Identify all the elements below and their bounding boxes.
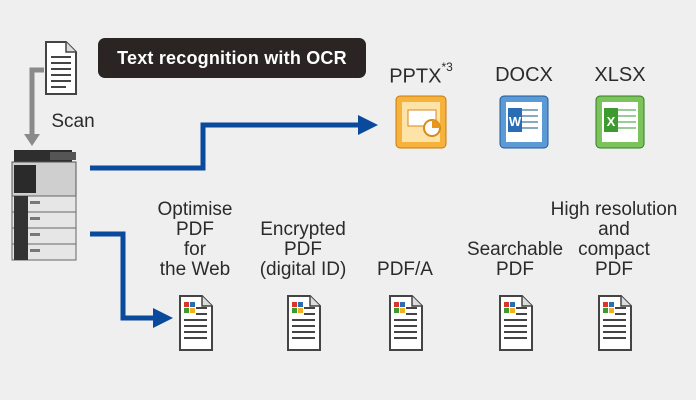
pdf-format-label-line: PDF — [284, 239, 322, 260]
pdf-document-icon — [598, 295, 632, 351]
ocr-banner: Text recognition with OCR — [98, 38, 366, 78]
format-label-pptx: PPTX*3 — [389, 60, 453, 88]
pdf-arrowhead — [153, 308, 173, 328]
pdf-document-icon — [179, 295, 213, 351]
pdf-format-label-line: Optimise — [157, 199, 233, 220]
excel-icon: X — [595, 95, 645, 149]
pdf-document-icon — [287, 295, 321, 351]
pdf-format-label-line: compact — [578, 239, 650, 260]
pdf-format-label-line: Encrypted — [260, 219, 346, 240]
pdf-format-label-line: (digital ID) — [259, 259, 347, 280]
pdf-format-label-line: High resolution — [550, 199, 678, 220]
scan-arrowhead — [24, 134, 40, 146]
svg-text:X: X — [607, 114, 616, 129]
format-label-docx: DOCX — [495, 64, 553, 86]
pdf-format-label: PDF/A — [330, 260, 480, 280]
pdf-format-label-line: PDF/A — [377, 259, 433, 280]
word-icon: W — [499, 95, 549, 149]
pdf-format-label-line: for — [183, 239, 207, 260]
pdf-format-label-line: and — [598, 219, 630, 240]
svg-text:W: W — [509, 114, 522, 129]
pdf-format-label-line: PDF — [496, 259, 534, 280]
mfp-printer-icon — [11, 150, 77, 261]
pdf-document-icon — [499, 295, 533, 351]
pdf-document-icon — [389, 295, 423, 351]
office-arrowhead — [358, 115, 378, 135]
source-document-icon — [45, 41, 77, 95]
scan-arrow — [29, 67, 44, 136]
pdf-format-label-line: PDF — [595, 259, 633, 280]
powerpoint-icon — [395, 95, 447, 149]
format-label-xlsx: XLSX — [594, 64, 646, 86]
pdf-format-label-line: PDF — [176, 219, 214, 240]
pdf-format-label-line: the Web — [159, 259, 231, 280]
pdf-arrow — [90, 231, 155, 321]
office-arrow — [90, 122, 360, 171]
pdf-format-label-line: Searchable — [466, 239, 564, 260]
scan-label: Scan — [51, 111, 95, 132]
